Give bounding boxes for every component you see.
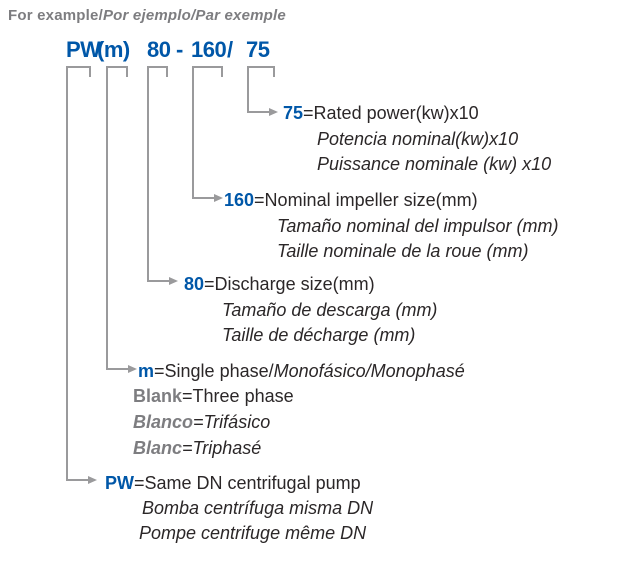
bracket-m-topbar (106, 66, 128, 68)
row-blank-desc: =Three phase (182, 386, 294, 406)
row-pw-desc-en: =Same DN centrifugal pump (134, 473, 361, 493)
row-blanco-desc: =Trifásico (193, 412, 271, 432)
row-blank-fr: Blanc=Triphasé (133, 436, 261, 460)
model-part-160: 160 (191, 37, 227, 62)
title-english: For example/ (8, 7, 103, 24)
bracket-75-arrowhead-icon (269, 108, 278, 116)
row-80-desc-fr: Taille de décharge (mm) (222, 325, 416, 345)
row-blank-es: Blanco=Trifásico (133, 410, 270, 434)
bracket-pw-tick (89, 66, 91, 77)
bracket-160-arrowline (192, 197, 214, 199)
diagram-title: For example/Por ejemplo/Par exemple (8, 7, 286, 24)
bracket-160-topbar (192, 66, 223, 68)
model-part-slash: / (227, 37, 233, 62)
row-80-desc-en: =Discharge size(mm) (204, 274, 375, 294)
row-m-main: m=Single phase/Monofásico/Monophasé (138, 359, 465, 383)
bracket-160-tick (221, 66, 223, 77)
bracket-m-stem (106, 66, 108, 370)
row-160-desc-fr: Taille nominale de la roue (mm) (277, 241, 529, 261)
row-75-desc-fr: Puissance nominale (kw) x10 (317, 154, 552, 174)
row-blanc-desc: =Triphasé (182, 438, 262, 458)
row-blank-en: Blank=Three phase (133, 384, 294, 408)
row-pw-main: PW=Same DN centrifugal pump (105, 471, 361, 495)
bracket-160-arrowhead-icon (214, 194, 223, 202)
bracket-80-arrowline (147, 280, 169, 282)
model-part-80: 80 (147, 37, 171, 62)
bracket-m-arrowhead-icon (128, 365, 137, 373)
model-part-75: 75 (246, 37, 270, 62)
bracket-75-stem (247, 66, 249, 113)
row-pw-desc-es: Bomba centrífuga misma DN (142, 498, 374, 518)
row-80-main: 80=Discharge size(mm) (184, 272, 375, 296)
bracket-pw-arrowhead-icon (88, 476, 97, 484)
bracket-pw-stem (66, 66, 68, 481)
bracket-75-arrowline (247, 111, 269, 113)
row-75-desc-es: Potencia nominal(kw)x10 (317, 129, 519, 149)
bracket-pw-arrowline (66, 479, 88, 481)
row-blanco-key: Blanco (133, 412, 194, 432)
bracket-75-tick (273, 66, 275, 77)
model-part-dash: - (176, 37, 183, 62)
row-m-code: m (138, 361, 155, 381)
row-blanc-key: Blanc (133, 438, 183, 458)
bracket-75-topbar (247, 66, 275, 68)
row-pw-code: PW (105, 473, 134, 493)
row-160-desc-es: Tamaño nominal del impulsor (mm) (277, 216, 559, 236)
row-m-desc-en: =Single phase/ (154, 361, 274, 381)
row-75-desc-en: =Rated power(kw)x10 (303, 103, 479, 123)
bracket-80-topbar (147, 66, 168, 68)
model-part-m: (m) (97, 37, 130, 62)
row-75-main: 75=Rated power(kw)x10 (283, 101, 479, 125)
row-160-desc-en: =Nominal impeller size(mm) (254, 190, 478, 210)
row-75-code: 75 (283, 103, 304, 123)
row-blank-key: Blank (133, 386, 183, 406)
model-part-pw: PW (66, 37, 101, 62)
row-160-main: 160=Nominal impeller size(mm) (224, 188, 478, 212)
title-translations: Por ejemplo/Par exemple (102, 7, 286, 24)
bracket-m-arrowline (106, 368, 128, 370)
row-80-code: 80 (184, 274, 205, 294)
row-80-desc-es: Tamaño de descarga (mm) (222, 300, 438, 320)
row-pw-desc-fr: Pompe centrifuge même DN (139, 523, 367, 543)
bracket-m-tick (126, 66, 128, 77)
row-160-code: 160 (224, 190, 255, 210)
bracket-80-arrowhead-icon (169, 277, 178, 285)
bracket-160-stem (192, 66, 194, 199)
bracket-80-tick (166, 66, 168, 77)
bracket-pw-topbar (66, 66, 91, 68)
row-m-desc-translations: Monofásico/Monophasé (273, 361, 465, 381)
bracket-80-stem (147, 66, 149, 282)
